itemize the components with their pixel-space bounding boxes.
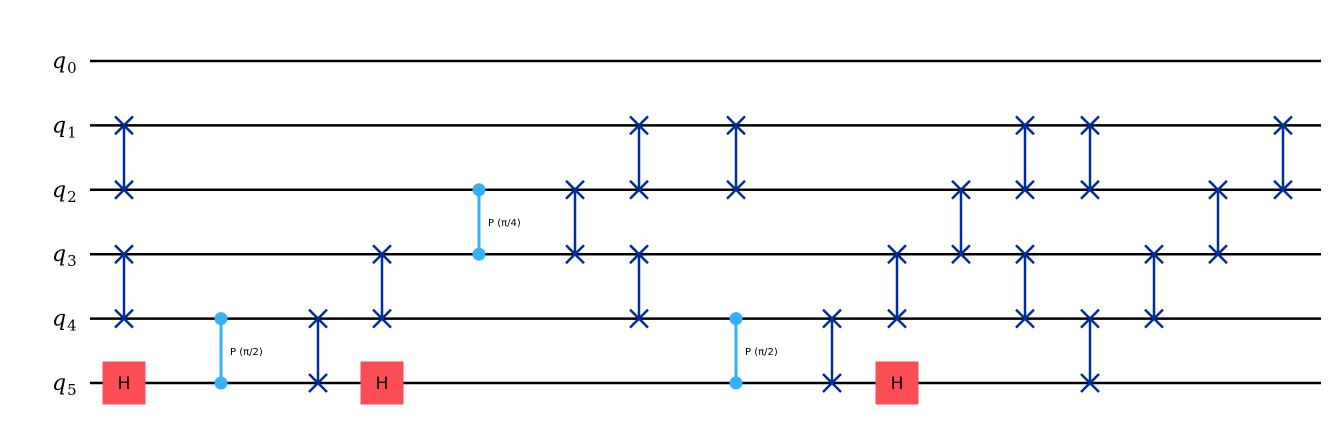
phase-label: P (π/4) [488,218,521,229]
swap-cross-stroke [114,244,134,265]
qubit-label-0: q0 [52,49,77,77]
hadamard-box [360,361,404,405]
swap-cross-stroke [1015,308,1035,329]
swap-gate-q1-q2 [114,115,134,200]
qubit-label-name: q [52,113,66,138]
swap-cross-stroke [1080,115,1100,136]
swap-cross-stroke [114,308,134,329]
hadamard-label: H [891,374,904,394]
qubit-label-name: q [52,242,66,267]
qubit-label-index: 1 [67,123,77,141]
swap-cross-stroke [629,244,649,265]
qubit-label-index: 4 [67,317,77,335]
phase-control-dot [214,376,228,390]
swap-gate-q1-q2 [1273,115,1293,200]
swap-cross-stroke [114,179,134,200]
qubit-label-index: 0 [67,59,77,77]
swap-gate-q2-q3 [565,179,585,265]
swap-cross-stroke [1015,244,1035,265]
qubit-label-5: q5 [52,371,77,399]
swap-gate-q4-q5 [1080,308,1100,393]
swap-cross-stroke [565,244,585,265]
qubit-wires [90,59,1321,385]
qubit-label-1: q1 [52,113,77,141]
swap-cross-stroke [887,244,907,265]
controlled-phase-gate-q4-q5: P (π/2) [214,312,263,390]
qubit-label-4: q4 [52,307,77,335]
qubit-label-name: q [52,371,66,396]
phase-control-dot [472,247,486,261]
swap-cross-stroke [1208,179,1228,200]
phase-label: P (π/2) [230,347,263,358]
swap-gate-q4-q5 [822,308,842,393]
swap-gate-q2-q3 [1208,179,1228,265]
qubit-label-name: q [52,307,66,332]
swap-gate-q3-q4 [887,244,907,329]
qubit-label-2: q2 [52,178,77,206]
qubit-label-3: q3 [52,242,77,270]
swap-cross-stroke [114,115,134,136]
swap-cross-stroke [887,308,907,329]
swap-cross-stroke [1208,244,1228,265]
phase-control-dot [729,312,743,326]
swap-cross-stroke [822,308,842,329]
controlled-phase-gate-q2-q3: P (π/4) [472,183,521,261]
swap-gate-q2-q3 [951,179,971,265]
swap-cross-stroke [629,115,649,136]
qubit-label-name: q [52,178,66,203]
swap-cross-stroke [1144,308,1164,329]
swap-cross-stroke [308,308,328,329]
swap-cross-stroke [726,179,746,200]
hadamard-gate-q5: H [360,361,404,405]
phase-label: P (π/2) [745,347,778,358]
swap-cross-stroke [822,373,842,393]
swap-cross-stroke [1080,179,1100,200]
hadamard-box [102,361,146,405]
swap-gate-q3-q4 [372,244,392,329]
hadamard-label: H [376,374,389,394]
qubit-label-index: 5 [67,381,77,399]
swap-cross-stroke [629,308,649,329]
swap-cross-stroke [372,308,392,329]
swap-gate-q1-q2 [1080,115,1100,200]
swap-gate-q1-q2 [726,115,746,200]
hadamard-gate-q5: H [875,361,919,405]
swap-cross-stroke [1015,115,1035,136]
hadamard-label: H [118,374,131,394]
swap-gate-q3-q4 [114,244,134,329]
swap-cross-stroke [951,179,971,200]
swap-cross-stroke [1273,115,1293,136]
phase-control-dot [472,183,486,197]
swap-gate-q4-q5 [308,308,328,393]
swap-gate-q3-q4 [1144,244,1164,329]
hadamard-gate-q5: H [102,361,146,405]
swap-cross-stroke [308,373,328,393]
phase-control-dot [729,376,743,390]
swap-cross-stroke [629,179,649,200]
swap-cross-stroke [1015,179,1035,200]
gates: H P (π/2) H P (π/4) P (π/2) H [102,115,1293,405]
swap-cross-stroke [372,244,392,265]
swap-cross-stroke [1144,244,1164,265]
swap-cross-stroke [951,244,971,265]
swap-gate-q3-q4 [629,244,649,329]
qubit-label-name: q [52,49,66,74]
swap-cross-stroke [726,115,746,136]
hadamard-box [875,361,919,405]
swap-cross-stroke [1080,373,1100,393]
controlled-phase-gate-q4-q5: P (π/2) [729,312,778,390]
swap-cross-stroke [1273,179,1293,200]
qubit-label-index: 2 [67,188,77,206]
swap-cross-stroke [1080,308,1100,329]
swap-cross-stroke [565,179,585,200]
swap-gate-q3-q4 [1015,244,1035,329]
qubit-label-index: 3 [67,252,77,270]
swap-gate-q1-q2 [1015,115,1035,200]
phase-control-dot [214,312,228,326]
swap-gate-q1-q2 [629,115,649,200]
